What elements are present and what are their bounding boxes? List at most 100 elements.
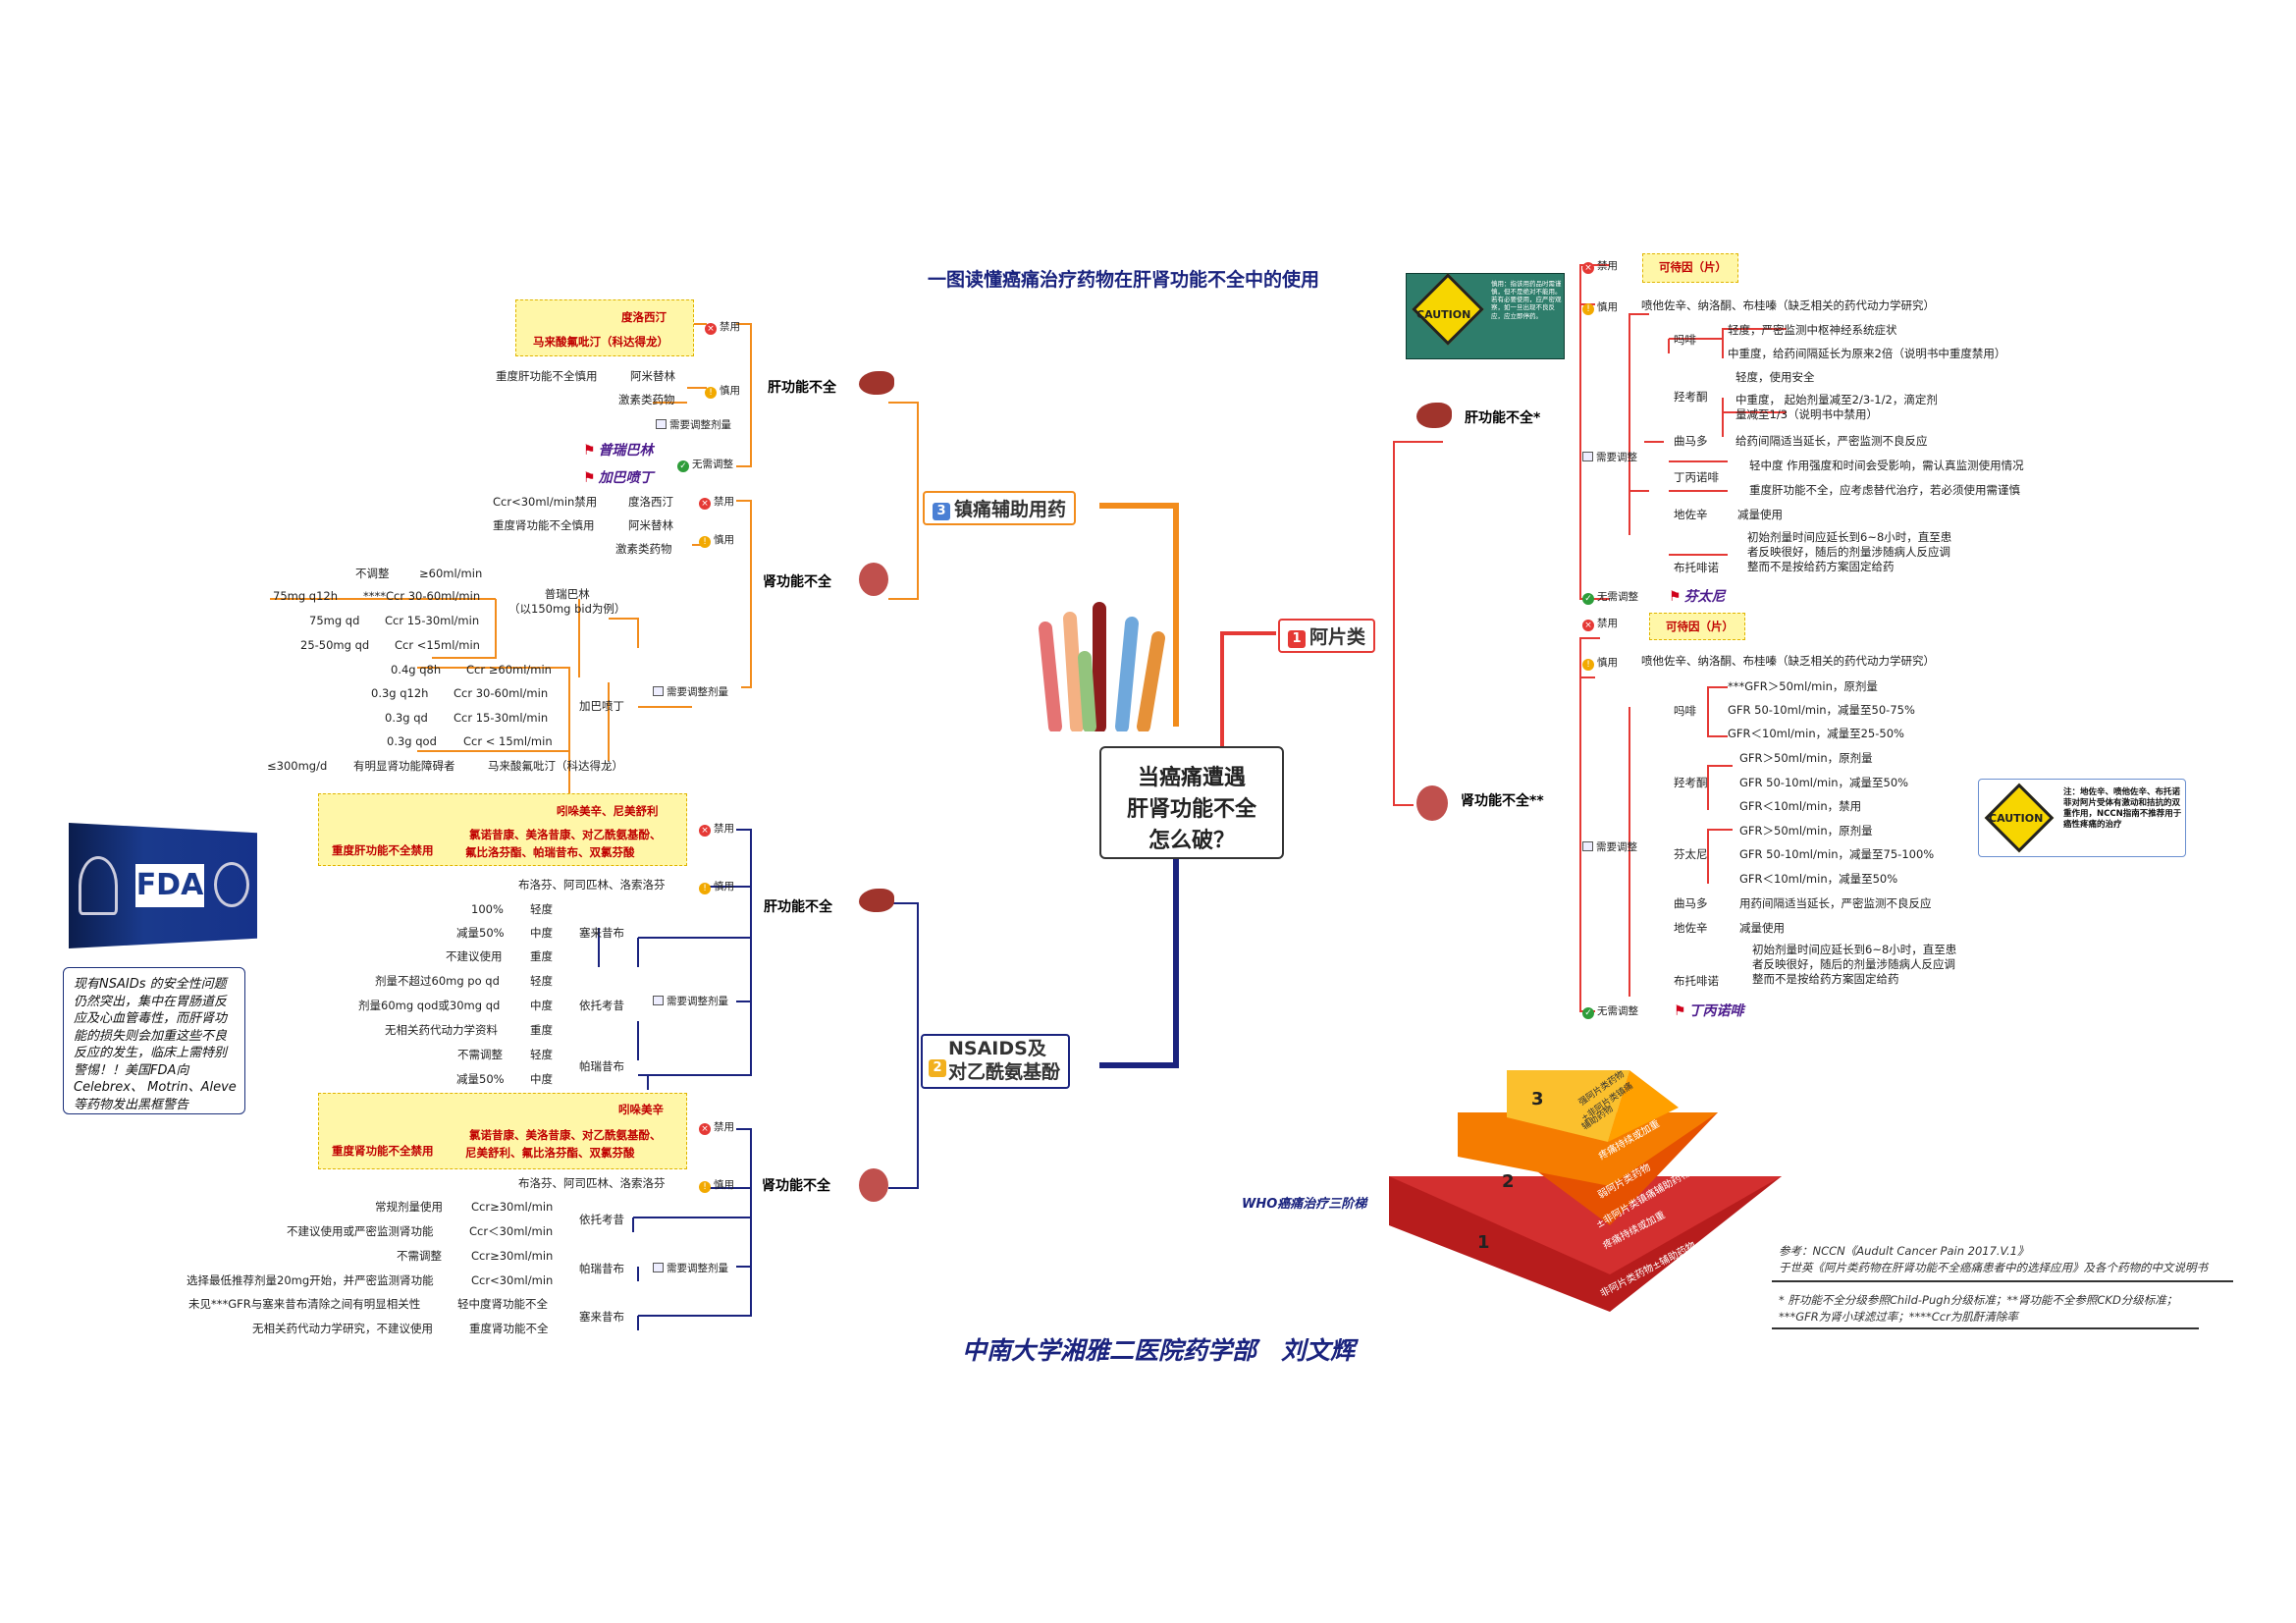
opioid-liver-none-drug: 芬太尼 [1669, 586, 1726, 606]
check-icon: ✓ [1582, 1007, 1594, 1019]
forbid-icon: × [1582, 620, 1594, 631]
author: 中南大学湘雅二医院药学部 刘文辉 [962, 1336, 1356, 1365]
ol-row-4: 中重度， 起始剂量减至2/3-1/2，滴定剂 量减至1/3（说明书中禁用） [1735, 393, 1938, 421]
nl-etor-2a: 剂量60mg qod或30mg qd [358, 999, 501, 1012]
opioid-kidney-forbid-drug: 可待因（片） [1666, 620, 1734, 633]
ref-divider [1772, 1280, 2233, 1282]
pre-drug-name: 普瑞巴林 （以150mg bid为例） [508, 587, 626, 616]
opioid-liver-adjust-badge: 需要调整 [1582, 450, 1637, 464]
adj-kidney-label[interactable]: 肾功能不全 [763, 574, 831, 590]
opioid-kidney-label[interactable]: 肾功能不全** [1461, 793, 1544, 809]
forbid-icon: × [699, 825, 711, 837]
ref-divider-2 [1772, 1327, 2199, 1329]
ok-row-3: GFR＜10ml/min，减量至25-50% [1728, 727, 1904, 740]
forbid-icon: × [699, 1123, 711, 1135]
gab-drug-name: 加巴喷丁 [579, 699, 624, 713]
forbid-label: 禁用 [714, 823, 734, 835]
caution-label: 慎用 [714, 881, 734, 893]
ok-row-6: GFR＜10ml/min，禁用 [1739, 799, 1862, 813]
raised-hands-icon [1026, 589, 1173, 733]
caution-sign-top: CAUTION 慎用：指该用药品时需谨慎，但不是绝对不能用。若有必要使用，应严密… [1406, 273, 1565, 359]
who-ladder-label: WHO癌痛治疗三阶梯 [1242, 1197, 1367, 1212]
adj-liver-caution-1a: 重度肝功能不全慎用 [496, 369, 598, 383]
nsaid-liver-label[interactable]: 肝功能不全 [764, 899, 832, 915]
ref-line-3: * 肝功能不全分级参照Child-Pugh分级标准；**肾功能不全参照CKD分级… [1779, 1293, 2178, 1307]
ol-row-9: 初始剂量时间应延长到6~8小时，直至患 者反映很好，随后的剂量涉随病人反应调 整… [1747, 530, 1952, 573]
caution-icon: ! [1582, 303, 1594, 315]
liver-icon [1416, 403, 1452, 428]
branch-number-2: 2 [929, 1059, 946, 1077]
caution-word: CAUTION [1416, 308, 1471, 321]
nk-etor-1b: Ccr≥30ml/min [471, 1200, 554, 1214]
caution-icon: ! [705, 387, 717, 399]
caution-word: CAUTION [1989, 812, 2044, 825]
kidney-icon [1416, 785, 1448, 821]
nsaid-kidney-label[interactable]: 肾功能不全 [762, 1178, 830, 1194]
adjust-icon [656, 419, 667, 429]
caution-right-text: 注：地佐辛、喷他佐辛、布托诺菲对阿片受体有激动和拮抗的双重作用，NCCN指南不推… [2063, 787, 2182, 831]
ref-line-2: 于世英《阿片类药物在肝肾功能不全癌痛患者中的选择应用》及各个药物的中文说明书 [1779, 1261, 2208, 1274]
nsaid-liver-forbid-l1: 氯诺昔康、美洛昔康、对乙酰氨基酚、 [469, 828, 662, 841]
fda-warning-note: 现有NSAIDs 的安全性问题 仍然突出，集中在胃肠道反 应及心血管毒性，而肝肾… [63, 967, 245, 1114]
caution-label: 慎用 [714, 1179, 734, 1191]
pre-row-3b: Ccr 15-30ml/min [385, 614, 480, 627]
adjust-label: 需要调整剂量 [667, 1263, 728, 1274]
nsaid-liver-caution: 布洛芬、阿司匹林、洛索洛芬 [518, 878, 666, 892]
nk-etor-name: 依托考昔 [579, 1213, 624, 1226]
fda-seal-icon [79, 856, 118, 915]
ol-drug-butorphanol: 布托啡诺 [1674, 561, 1719, 574]
adj-liver-forbid-box [515, 299, 694, 356]
opioid-liver-caution-drugs: 喷他佐辛、纳洛酮、布桂嗪（缺乏相关的药代动力学研究） [1641, 298, 1935, 312]
pre-row-1b: ≥60ml/min [419, 567, 483, 580]
caution-icon: ! [699, 1181, 711, 1193]
forbid-icon: × [699, 498, 711, 510]
adjust-label: 需要调整剂量 [667, 686, 728, 698]
caution-label: 慎用 [1597, 301, 1618, 313]
adj-liver-label[interactable]: 肝功能不全 [768, 380, 836, 396]
opioid-liver-caution-badge: !慎用 [1582, 299, 1618, 315]
ok-drug-oxycodone: 羟考酮 [1674, 776, 1708, 789]
ol-drug-dezocine: 地佐辛 [1674, 508, 1708, 521]
nsaid-kidney-forbid-title: 吲哚美辛 [618, 1103, 664, 1116]
hhs-seal-icon [214, 862, 249, 907]
adjust-label: 需要调整 [1596, 452, 1637, 463]
caution-label: 慎用 [720, 385, 740, 397]
adjust-label: 需要调整剂量 [669, 419, 731, 431]
adj-liver-caution-badge: !慎用 [705, 383, 740, 399]
branch-opioid-label: 阿片类 [1309, 626, 1366, 648]
adj-kidney-caution-2: 激素类药物 [615, 542, 672, 556]
none-label: 无需调整 [692, 459, 733, 470]
adj-liver-forbid-2: 马来酸氟吡汀（科达得龙） [533, 335, 668, 349]
opioid-kidney-none-drug: 丁丙诺啡 [1674, 1001, 1744, 1020]
forbid-icon: × [1582, 262, 1594, 274]
nl-cele-3b: 重度 [530, 949, 553, 963]
ol-row-1: 轻度，严密监测中枢神经系统症状 [1728, 323, 1897, 337]
center-line-1: 当癌痛遭遇 [1137, 766, 1246, 790]
ok-drug-dezocine: 地佐辛 [1674, 921, 1708, 935]
flu-row-a: ≤300mg/d [267, 759, 328, 773]
nl-pare-2b: 中度 [530, 1072, 553, 1086]
caution-note-right: CAUTION 注：地佐辛、喷他佐辛、布托诺菲对阿片受体有激动和拮抗的双重作用，… [1978, 779, 2186, 857]
adj-liver-forbid-1: 度洛西汀 [621, 310, 667, 324]
check-icon: ✓ [1582, 593, 1594, 605]
nl-cele-1b: 轻度 [530, 902, 553, 916]
ok-row-10: 用药间隔适当延长，严密监测不良反应 [1739, 896, 1932, 910]
center-node[interactable]: 当癌痛遭遇 肝肾功能不全 怎么破？ [1099, 746, 1284, 859]
pre-row-2a: 75mg q12h [273, 589, 339, 603]
caution-label: 慎用 [714, 534, 734, 546]
nsaid-liver-forbid-badge: ×禁用 [699, 821, 734, 837]
ol-drug-buprenorphine: 丁丙诺啡 [1674, 470, 1719, 484]
ol-drug-morphine: 吗啡 [1674, 333, 1696, 347]
ol-row-6: 轻中度 作用强度和时间会受影响，需认真监测使用情况 [1749, 459, 2024, 472]
center-line-2: 肝肾功能不全 [1126, 797, 1256, 822]
opioid-liver-label[interactable]: 肝功能不全* [1465, 410, 1541, 426]
ol-row-7: 重度肝功能不全，应考虑替代治疗，若必须使用需谨慎 [1749, 483, 2020, 497]
nl-pare-1b: 轻度 [530, 1048, 553, 1061]
pre-row-3a: 75mg qd [309, 614, 360, 627]
gab-row-2b: Ccr 30-60ml/min [454, 686, 549, 700]
opioid-kidney-caution-drugs: 喷他佐辛、纳洛酮、布桂嗪（缺乏相关的药代动力学研究） [1641, 654, 1935, 668]
none-label: 无需调整 [1597, 1005, 1638, 1017]
